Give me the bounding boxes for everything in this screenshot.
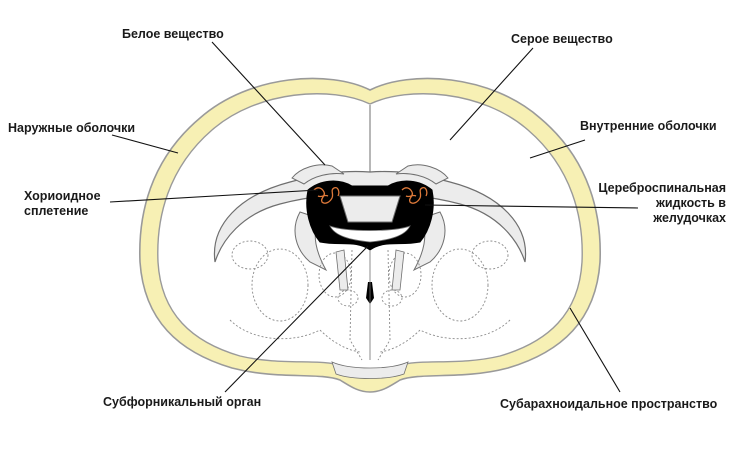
- label-csf-line1: Цереброспинальная: [598, 181, 726, 195]
- label-outer-membranes: Наружные оболочки: [8, 121, 136, 135]
- leader-gray-matter: [449, 47, 534, 141]
- leader-outer-membranes: [111, 134, 179, 154]
- right-white-matter-wedge: [391, 249, 405, 291]
- nucleus-left-1: [251, 248, 309, 322]
- leader-subarachnoid: [569, 307, 621, 393]
- gray-matter-nuclei: [229, 240, 511, 361]
- label-white-matter: Белое вещество: [122, 27, 224, 41]
- label-subarachnoid-space: Субарахноидальное пространство: [500, 397, 718, 411]
- nucleus-right-1: [431, 248, 489, 322]
- label-choroid-plexus-line1: Хориоидное: [24, 189, 101, 203]
- white-matter-left-fold: [291, 164, 345, 185]
- nucleus-left-4: [231, 240, 269, 270]
- fornix-area: [329, 225, 411, 243]
- leader-inner-membranes: [529, 139, 586, 159]
- central-dotted-left: [349, 249, 363, 361]
- leader-lines: [109, 41, 639, 393]
- nucleus-left-3: [337, 289, 359, 307]
- label-choroid-plexus: Хориоидное сплетение: [24, 189, 101, 219]
- nucleus-right-4: [471, 240, 509, 270]
- label-inner-membranes: Внутренние оболочки: [580, 119, 717, 133]
- leader-subfornical-organ: [224, 245, 369, 393]
- leader-choroid-plexus: [109, 189, 319, 203]
- white-matter-right-fold: [395, 164, 449, 185]
- leader-white-matter: [211, 41, 326, 166]
- third-ventricle-area: [339, 195, 401, 223]
- label-gray-matter: Серое вещество: [511, 32, 613, 46]
- label-choroid-plexus-line2: сплетение: [24, 204, 89, 218]
- label-subfornical-organ: Субфорникальный орган: [103, 395, 262, 409]
- nucleus-right-3: [381, 289, 403, 307]
- label-csf-line3: желудочках: [653, 211, 726, 225]
- choroid-plexus: [313, 186, 428, 204]
- choroid-plexus-right: [401, 186, 428, 204]
- bottom-white-matter: [331, 361, 409, 379]
- left-white-matter-wedge: [335, 249, 349, 291]
- label-csf-line2: жидкость в: [656, 196, 726, 210]
- lower-nuclei-left: [229, 319, 361, 353]
- choroid-plexus-left: [313, 186, 340, 204]
- leader-csf: [424, 204, 639, 209]
- nucleus-right-2: [388, 252, 422, 298]
- central-dotted-right: [377, 249, 391, 361]
- label-csf: Цереброспинальная жидкость в желудочках: [594, 181, 726, 226]
- lower-nuclei-right: [379, 319, 511, 353]
